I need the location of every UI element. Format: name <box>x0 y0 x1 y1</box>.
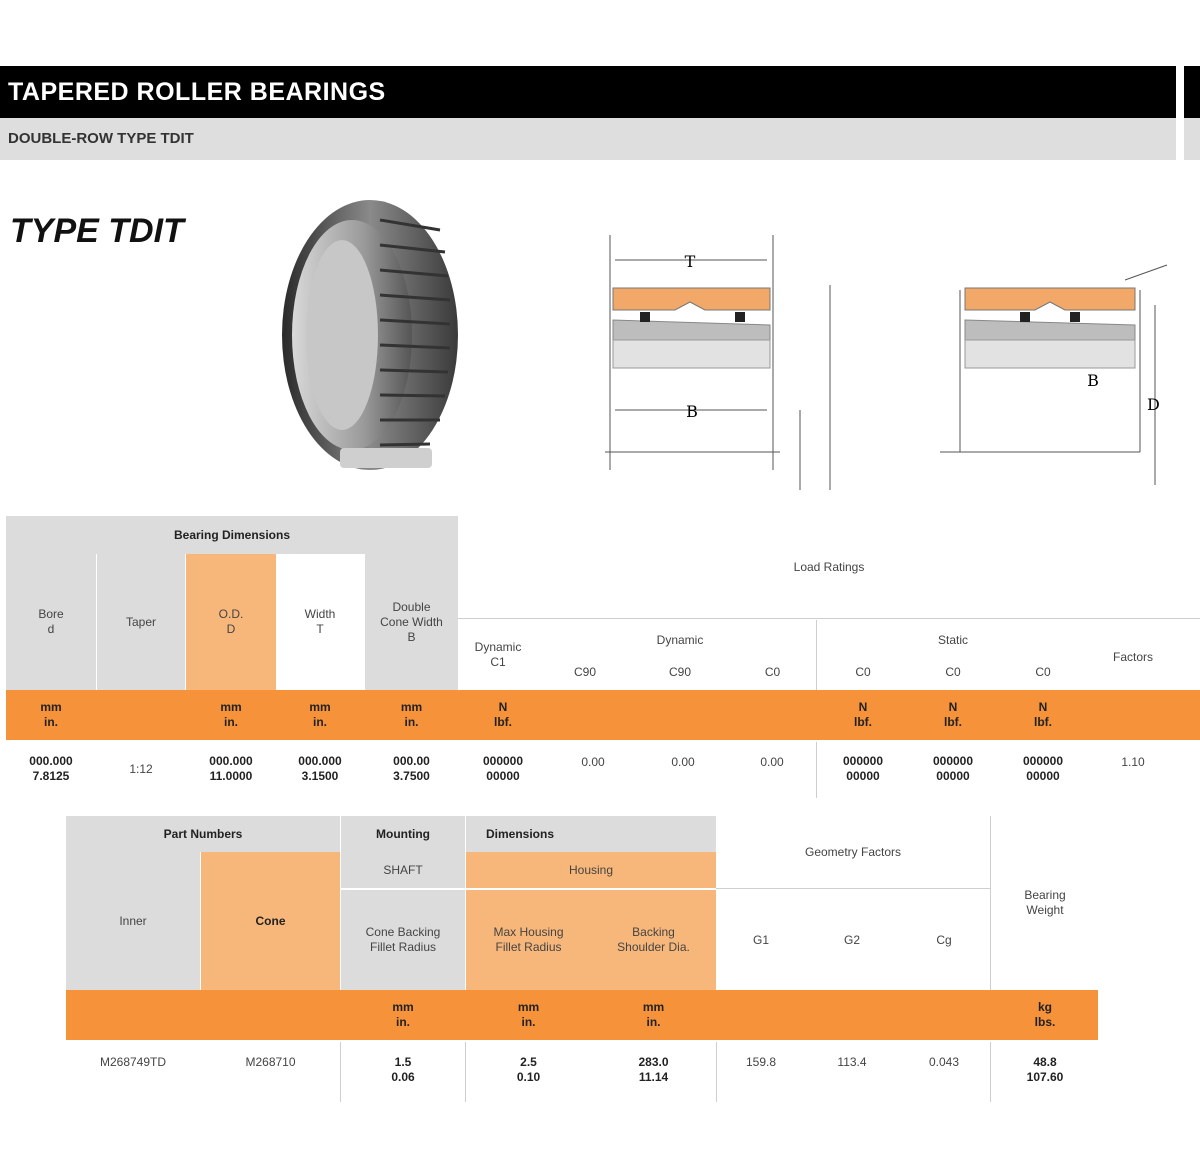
t1-row-od: 000.000 11.0000 <box>209 754 253 783</box>
t2-vline-weight <box>990 816 991 990</box>
t2-vline-4 <box>990 1042 991 1102</box>
t1-unit-cone: mm in. <box>400 700 423 729</box>
dim-d-label: D <box>1147 395 1160 414</box>
t1-unit-c0c: N lbf. <box>1034 700 1052 729</box>
t1-row-cone: 000.00 3.7500 <box>393 754 430 783</box>
t2-row-g2: 113.4 <box>837 1054 867 1069</box>
t1-col-taper: Taper <box>97 554 185 690</box>
t2-row-g1: 159.8 <box>745 1054 777 1069</box>
t1-unit-c1: N lbf. <box>494 700 512 729</box>
dim-t-label: T <box>685 252 696 271</box>
t1-row-c: 0.00 <box>760 754 784 769</box>
t2-col-cg: Cg <box>898 890 990 990</box>
t2-col-max-housing: Max Housing Fillet Radius <box>466 890 591 990</box>
t2-row-shaft: 1.5 0.06 <box>391 1055 415 1084</box>
t2-unit-housing1: mm in. <box>517 1000 540 1029</box>
dim-b-label: B <box>686 402 698 421</box>
t1-col-od: O.D. D <box>186 554 276 690</box>
bearing-photo <box>282 200 458 470</box>
t2-geometry-factors: Geometry Factors <box>716 816 990 888</box>
t2-unit-band <box>66 990 1098 1040</box>
t1-col-dynamic2: Dynamic <box>630 625 730 655</box>
t1-row-f: 000000 00000 <box>1022 754 1064 783</box>
type-title: TYPE TDIT <box>10 212 184 250</box>
t2-unit-housing2: mm in. <box>642 1000 665 1029</box>
t1-col-bore: Bore d <box>6 554 96 690</box>
t2-col-cone: Cone <box>201 852 340 990</box>
t2-mounting: Mounting <box>341 816 465 852</box>
t2-row-weight: 48.8 107.60 <box>1026 1055 1064 1084</box>
t2-row-housing1: 2.5 0.10 <box>516 1055 541 1084</box>
t2-divider <box>716 888 990 889</box>
dim-b-right-label: B <box>1087 371 1099 390</box>
t2-row-cg: 0.043 <box>928 1054 960 1069</box>
t2-unit-weight: kg lbs. <box>1034 1000 1056 1029</box>
t1-vline-row <box>816 742 817 798</box>
t1-row-taper: 1:12 <box>129 761 153 776</box>
t1-col-dynamic: Dynamic C1 <box>458 620 538 690</box>
t2-col-housing: Housing <box>466 852 716 888</box>
t1-col-c0c: C0 <box>998 655 1088 690</box>
header-bar <box>0 66 1176 118</box>
t1-unit-c0a: N lbf. <box>854 700 872 729</box>
t2-part-numbers: Part Numbers <box>66 816 340 852</box>
t1-col-c90: C90 <box>630 655 730 690</box>
t1-row-g: 1.10 <box>1121 754 1145 769</box>
t1-col-c0a: C0 <box>818 655 908 690</box>
t1-row-d: 000000 00000 <box>842 754 884 783</box>
t2-col-g1: G1 <box>716 890 806 990</box>
t1-vline-load <box>816 620 817 690</box>
t2-row-inner: M268749TD <box>99 1054 167 1069</box>
t1-row-a: 0.00 <box>581 754 605 769</box>
page-title: TAPERED ROLLER BEARINGS <box>8 78 386 106</box>
t1-col-c0b: C0 <box>908 655 998 690</box>
t1-col-y: C0 <box>730 655 815 690</box>
t2-col-shaft: SHAFT <box>341 852 465 888</box>
t1-group-header: Bearing Dimensions <box>6 516 458 554</box>
header-bar-right <box>1184 66 1200 118</box>
t2-dimensions: Dimensions <box>466 816 716 852</box>
t1-col-factors: Factors <box>1088 625 1178 690</box>
t1-col-static: Static <box>818 625 1088 655</box>
t2-col-cone-backing: Cone Backing Fillet Radius <box>341 890 465 990</box>
t2-vline-2 <box>465 1042 466 1102</box>
t1-row-width: 000.000 3.1500 <box>298 754 342 783</box>
t1-col-ka: C90 <box>540 655 630 690</box>
t1-col-width: Width T <box>276 554 364 690</box>
t2-bearing-weight: Bearing Weight <box>992 816 1098 990</box>
t1-unit-bore: mm in. <box>40 700 62 729</box>
t2-col-backing-shoulder: Backing Shoulder Dia. <box>591 890 716 990</box>
subheader-bar <box>0 118 1176 160</box>
t2-row-cone: M268710 <box>245 1054 296 1069</box>
t2-vline-1 <box>340 1042 341 1102</box>
t1-row-c1: 000000 00000 <box>482 754 524 783</box>
cross-section-drawing: T B B D <box>605 235 1168 490</box>
t1-row-bore: 000.000 7.8125 <box>29 754 73 783</box>
t2-col-g2: G2 <box>806 890 898 990</box>
subheader-bar-right <box>1184 118 1200 160</box>
t1-unit-od: mm in. <box>220 700 242 729</box>
t1-unit-c0b: N lbf. <box>944 700 962 729</box>
t1-row-e: 000000 00000 <box>932 754 974 783</box>
t1-load-header: Load Ratings <box>458 516 1200 618</box>
t1-row-b: 0.00 <box>671 754 695 769</box>
t2-unit-shaft: mm in. <box>392 1000 414 1029</box>
t2-col-inner: Inner <box>66 852 200 990</box>
page-subtitle: DOUBLE-ROW TYPE TDIT <box>8 130 194 147</box>
t2-row-housing2: 283.0 11.14 <box>638 1055 669 1084</box>
t1-divider <box>458 618 1200 619</box>
t2-vline-3 <box>716 1042 717 1102</box>
t1-col-cone-width: Double Cone Width B <box>365 554 458 690</box>
t1-unit-width: mm in. <box>309 700 331 729</box>
t1-unit-band <box>6 690 1200 740</box>
